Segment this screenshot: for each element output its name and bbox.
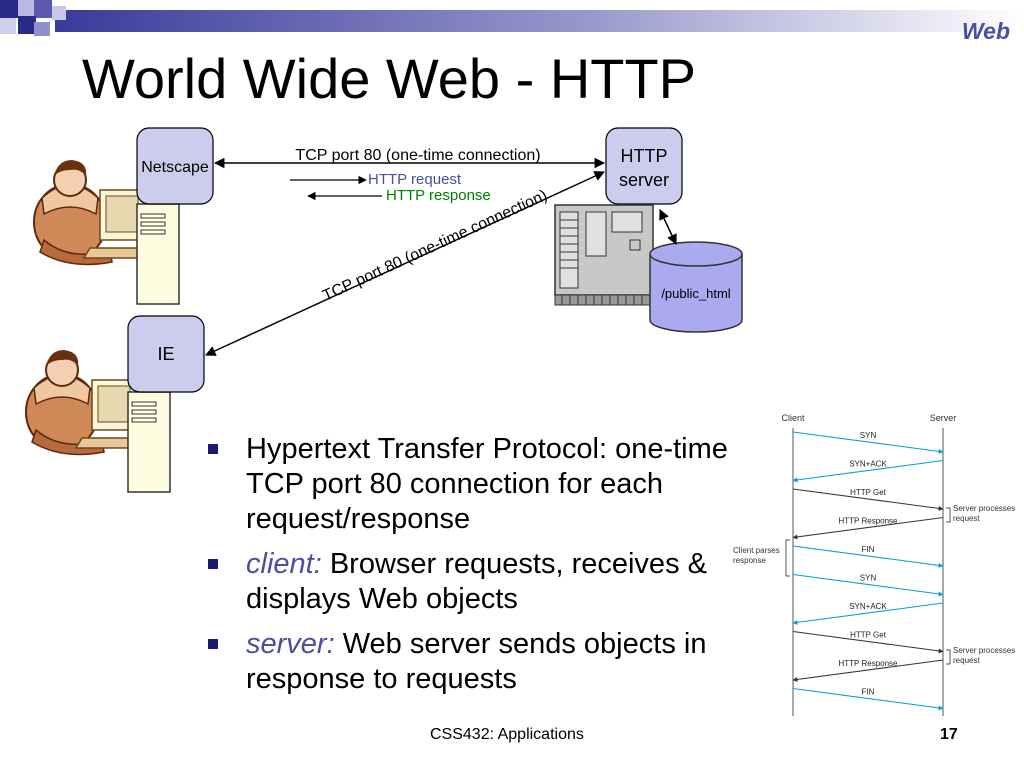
bullet-square-icon: [208, 444, 218, 454]
seq-message-arrow: [792, 488, 944, 511]
seq-message-arrow: [792, 631, 944, 654]
server-process-bracket: [946, 649, 951, 665]
seq-message-arrow: [792, 688, 944, 711]
bullet-item: client: Browser requests, receives & dis…: [208, 547, 738, 617]
http-server-node: HTTP server: [605, 127, 683, 205]
seq-message-label: SYN+ACK: [849, 602, 887, 611]
tcp-link-ie-server: [205, 171, 605, 356]
seq-message-label: FIN: [862, 688, 875, 697]
seq-message-label: HTTP Response: [839, 659, 899, 668]
seq-message-arrow: [792, 517, 944, 540]
seq-server-label: Server: [930, 413, 957, 423]
bullet-text: Browser requests, receives & displays We…: [246, 548, 707, 615]
http-server-label-2: server: [619, 170, 669, 190]
database-cylinder-icon: /public_html: [649, 241, 743, 333]
seq-message-arrow: [792, 602, 944, 625]
public-html-label: /public_html: [661, 286, 730, 301]
server-storage-link: [659, 209, 677, 245]
bullet-term: client:: [246, 548, 322, 580]
client-note-1: Client parses: [733, 546, 780, 555]
tcp-link-top-label: TCP port 80 (one-time connection): [295, 147, 540, 164]
server-process-bracket: [946, 507, 951, 523]
bullet-item: Hypertext Transfer Protocol: one-time TC…: [208, 432, 738, 537]
netscape-node: Netscape: [136, 127, 214, 205]
page-title: World Wide Web - HTTP: [82, 47, 697, 110]
server-note-2: request: [953, 514, 980, 523]
seq-message-label: SYN: [860, 431, 877, 440]
section-label: Web: [961, 18, 1010, 44]
ie-label: IE: [157, 344, 174, 364]
bullet-term: server:: [246, 628, 335, 660]
seq-message-arrow: [792, 431, 944, 454]
bullet-text: Hypertext Transfer Protocol: one-time TC…: [246, 433, 728, 535]
slide-number: 17: [940, 726, 958, 743]
ie-node: IE: [127, 315, 205, 393]
title-bar-decoration: [0, 0, 1024, 36]
seq-message-label: HTTP Response: [839, 517, 899, 526]
seq-message-label: HTTP Get: [850, 631, 887, 640]
bullet-list: Hypertext Transfer Protocol: one-time TC…: [208, 432, 738, 707]
seq-message-label: SYN+ACK: [849, 460, 887, 469]
server-note-3: Server processes: [953, 646, 1015, 655]
footer-text: CSS432: Applications: [430, 726, 584, 743]
client-parse-bracket: [785, 539, 790, 577]
bullet-square-icon: [208, 559, 218, 569]
bullet-square-icon: [208, 639, 218, 649]
client-note-2: response: [733, 556, 766, 565]
seq-message-arrow: [792, 574, 944, 597]
netscape-label: Netscape: [141, 159, 209, 176]
bullet-item: server: Web server sends objects in resp…: [208, 627, 738, 697]
bullet-text: Web server sends objects in response to …: [246, 628, 707, 695]
seq-message-label: SYN: [860, 574, 877, 583]
seq-client-label: Client: [781, 413, 805, 423]
seq-message-arrow: [792, 460, 944, 483]
http-server-label-1: HTTP: [621, 146, 668, 166]
server-note-1: Server processes: [953, 504, 1015, 513]
seq-message-arrow: [792, 545, 944, 568]
seq-message-arrow: [792, 659, 944, 682]
seq-message-label: HTTP Get: [850, 488, 887, 497]
seq-message-label: FIN: [862, 545, 875, 554]
server-note-4: request: [953, 656, 980, 665]
